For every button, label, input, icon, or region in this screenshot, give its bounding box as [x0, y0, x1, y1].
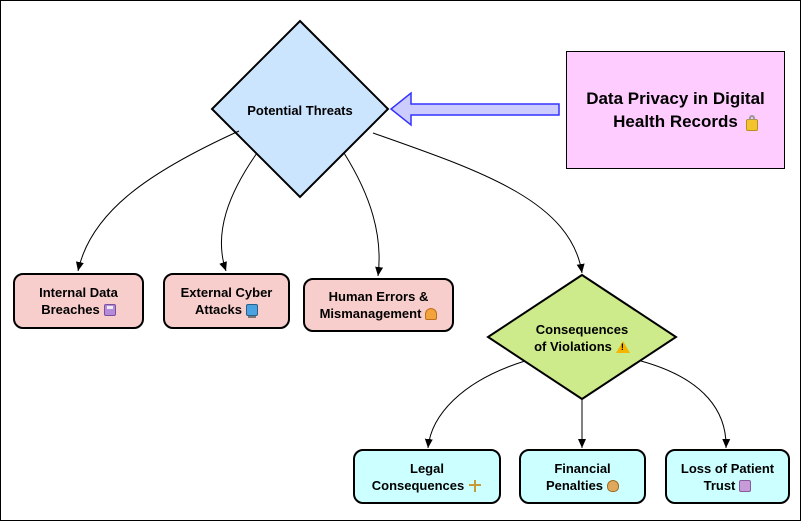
warning-icon — [615, 341, 630, 353]
external-line2: Attacks — [195, 302, 242, 317]
money-bag-icon — [607, 479, 620, 492]
potential-threats-text: Potential Threats — [247, 102, 353, 118]
edge-consequences-to-trust — [640, 360, 731, 449]
floppy-disk-icon — [103, 304, 116, 316]
clipboard-icon — [739, 479, 752, 492]
edge-threats-to-consequences — [372, 132, 585, 274]
internal-line2-wrap: Breaches — [41, 301, 116, 318]
trust-line2: Trust — [703, 477, 736, 493]
loss-of-patient-trust-box: Loss of Patient Trust — [665, 449, 790, 504]
potential-threats-label: Potential Threats — [222, 99, 378, 121]
legal-consequences-box: Legal Consequences — [353, 449, 501, 504]
title-text: Data Privacy in Digital Health Records — [586, 89, 765, 131]
consequences-label: Consequences of Violations — [496, 319, 668, 357]
internal-data-breaches-box: Internal Data Breaches — [13, 273, 144, 329]
edge-consequences-to-legal — [424, 360, 526, 449]
financial-line2-wrap: Penalties — [545, 477, 620, 494]
external-line1: External Cyber — [180, 285, 273, 300]
lock-icon — [746, 115, 758, 131]
title-box: Data Privacy in Digital Health Records — [566, 51, 785, 169]
consequences-line2: of Violations — [534, 339, 612, 354]
person-icon — [425, 308, 438, 320]
internal-line1: Internal Data — [39, 285, 118, 300]
computer-icon — [245, 304, 258, 318]
edge-threats-to-internal — [76, 130, 240, 272]
legal-line2: Consequences — [371, 477, 465, 493]
human-line2: Mismanagement — [319, 306, 422, 321]
external-line2-wrap: Attacks — [195, 301, 258, 318]
consequences-line1: Consequences — [535, 322, 629, 337]
financial-line2: Penalties — [545, 477, 604, 493]
financial-line1: Financial — [554, 460, 611, 476]
scales-icon — [468, 479, 482, 492]
external-cyber-attacks-box: External Cyber Attacks — [163, 273, 290, 329]
financial-penalties-box: Financial Penalties — [519, 449, 646, 504]
human-line2-wrap: Mismanagement — [320, 305, 438, 322]
human-errors-box: Human Errors & Mismanagement — [303, 278, 454, 332]
human-line1: Human Errors & — [328, 289, 429, 304]
legal-line1: Legal — [410, 460, 444, 476]
trust-line1: Loss of Patient — [680, 460, 775, 476]
edge-threats-to-human — [343, 152, 384, 277]
internal-line2: Breaches — [41, 302, 100, 317]
consequences-line2-wrap: of Violations — [534, 338, 630, 355]
title-to-threats-block-arrow — [389, 91, 560, 127]
edge-threats-to-external — [219, 152, 258, 272]
trust-line2-wrap: Trust — [704, 477, 752, 494]
legal-line2-wrap: Consequences — [372, 477, 482, 494]
